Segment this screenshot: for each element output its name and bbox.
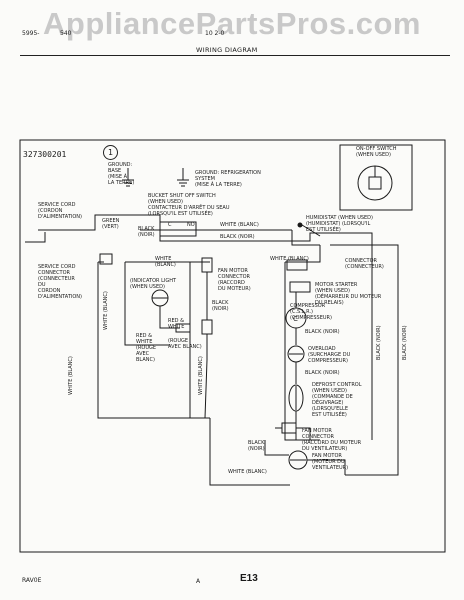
label-bucket-switch: BUCKET SHUT OFF SWITCH (WHEN USED) CONTA… [148,193,230,217]
label-white-blanc-mid: WHITE (BLANC) [270,256,309,262]
label-humidistat: HUMIDISTAT (WHEN USED) (HUMIDISTAT) (LOR… [306,215,373,233]
label-service-cord-connector: SERVICE CORD CONNECTOR (CONNECTEUR DU CO… [38,264,82,300]
code-left: 540 [60,30,72,37]
label-compressor: COMPRESSOR (C.S.L.R.) (COMPRESSEUR) [290,303,332,321]
black-right-1 [330,232,373,440]
white-compressor-wire [284,262,320,441]
label-indicator-light: (INDICATOR LIGHT (WHEN USED) [130,278,177,290]
label-green: GREEN (VERT) [102,218,120,230]
label-red-white-rouge: RED & WHITE (ROUGE AVEC BLANC) [136,333,157,363]
label-white-blanc-a: WHITE (BLANC) [155,256,176,268]
watermark: AppliancePartsPros.com [43,6,421,41]
label-black-noir-top: BLACK (NOIR) [220,234,255,240]
label-rouge-avec-blanc: (ROUGE AVEC BLANC) [168,338,202,350]
label-service-cord: SERVICE CORD (CORDON D'ALIMENTATION) [38,202,82,220]
green-wire [38,214,130,231]
label-white-blanc-top: WHITE (BLANC) [220,222,259,228]
white-left-vertical [97,262,210,419]
on-off-switch-box [339,144,413,211]
label-black-noir-1: BLACK (NOIR) [138,226,155,238]
bucket-switch [159,221,197,237]
label-fan-motor-connector-top: FAN MOTOR CONNECTOR (RACCORD DU MOTEUR) [218,268,251,292]
footer-code: RAV0E [22,577,42,584]
page-title: WIRING DIAGRAM [196,46,258,54]
fan-motor-connector [281,422,297,434]
label-c: C [168,222,172,228]
label-black-noir-comp: BLACK (NOIR) [305,329,340,335]
black-right-2 [330,244,399,476]
humidistat [301,224,321,237]
vlabel-black-noir-right1: BLACK (NOIR) [376,325,382,360]
label-connector: CONNECTOR (CONNECTEUR) [345,258,384,270]
label-fan-motor-connector: FAN MOTOR CONNECTOR (RACCORD DU MOTEUR D… [302,428,362,452]
label-ground-base: GROUND: BASE (MISE À LA TERRE) [108,162,135,186]
page-number: E13 [240,573,258,584]
label-black-noir-2: BLACK (NOIR) [212,300,229,312]
plug [25,232,46,243]
ref-circle: 1 [103,145,118,160]
vlabel-white-blanc-vert: WHITE (BLANC) [68,356,74,395]
vlabel-white-blanc-center: WHITE (BLANC) [198,356,204,395]
header-rule [20,55,450,56]
label-defrost-control: DEFROST CONTROL (WHEN USED) (COMMANDE DE… [312,382,362,418]
diagram-frame [19,139,446,553]
model-number: 5995- [22,30,40,37]
code-right: 10 2-0 [205,30,225,37]
svg-text:C: C [293,315,298,323]
motor-starter [289,281,311,293]
label-on-off-switch: ON-OFF SWITCH (WHEN USED) [356,146,397,158]
ground-symbol-refrig [177,168,189,187]
label-no: NO [187,222,195,228]
label-fan-motor: FAN MOTOR (MOTEUR DU VENTILATEUR) [312,453,349,471]
label-overload: OVERLOAD (SURCHARGE DU COMPRESSEUR) [308,346,351,364]
vlabel-black-noir-right2: BLACK (NOIR) [402,325,408,360]
ground-symbol-base [122,168,134,187]
ref-number: 327300201 [23,150,67,159]
label-motor-starter: MOTOR STARTER (WHEN USED) (DÉMARREUR DU … [315,282,382,306]
label-ground-refrig: GROUND: REFRIGERATION SYSTEM (MISE À LA … [195,170,261,188]
label-black-noir-fan: BLACK (NOIR) [248,440,265,452]
footer-mark: A [196,578,201,585]
label-white-blanc-bottom: WHITE (BLANC) [228,469,267,475]
label-red-white: RED & WHITE [168,318,185,330]
label-black-noir-ovl: BLACK (NOIR) [305,370,340,376]
vlabel-white-blanc-left: WHITE (BLANC) [103,291,109,330]
